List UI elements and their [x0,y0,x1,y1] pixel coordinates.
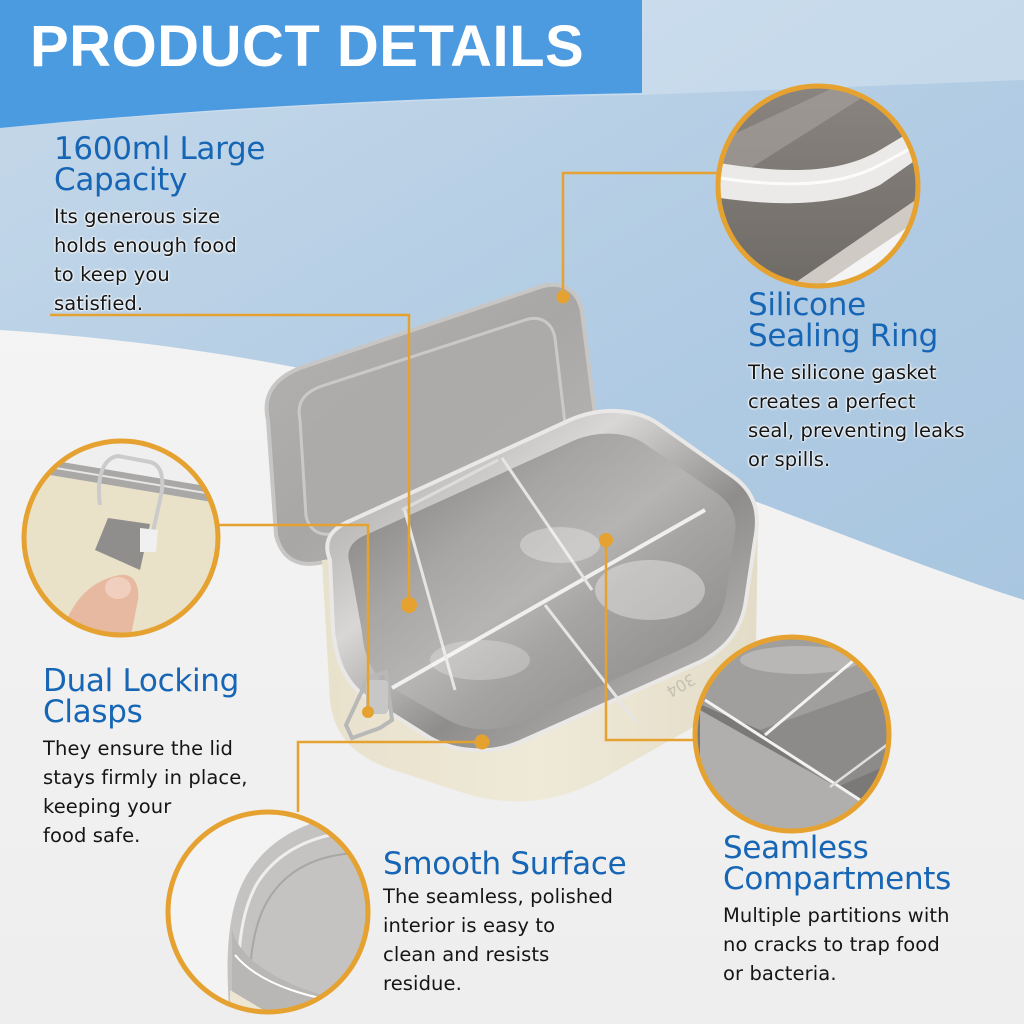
feature-title: Smooth Surface [383,846,627,882]
feature-title: Seamless Compartments [723,830,952,897]
feature-description: The seamless, polished interior is easy … [383,885,613,995]
feature-sealing-ring: Silicone Sealing Ring The silicone gaske… [748,290,965,474]
feature-title: 1600ml Large Capacity [54,131,266,198]
feature-smooth-surface: Smooth Surface The seamless, polished in… [383,846,627,998]
banner-shape [0,0,642,128]
feature-description: Its generous size holds enough food to k… [54,205,237,315]
feature-compartments: Seamless Compartments Multiple partition… [723,833,951,988]
feature-description: The silicone gasket creates a perfect se… [748,361,965,471]
feature-capacity: 1600ml Large Capacity Its generous size … [54,134,265,318]
feature-title: Silicone Sealing Ring [748,287,939,354]
feature-description: Multiple partitions with no cracks to tr… [723,904,950,985]
feature-description: They ensure the lid stays firmly in plac… [43,737,248,847]
feature-locking-clasps: Dual Locking Clasps They ensure the lid … [43,666,248,850]
banner-title: PRODUCT DETAILS [30,14,585,79]
feature-title: Dual Locking Clasps [43,663,240,730]
